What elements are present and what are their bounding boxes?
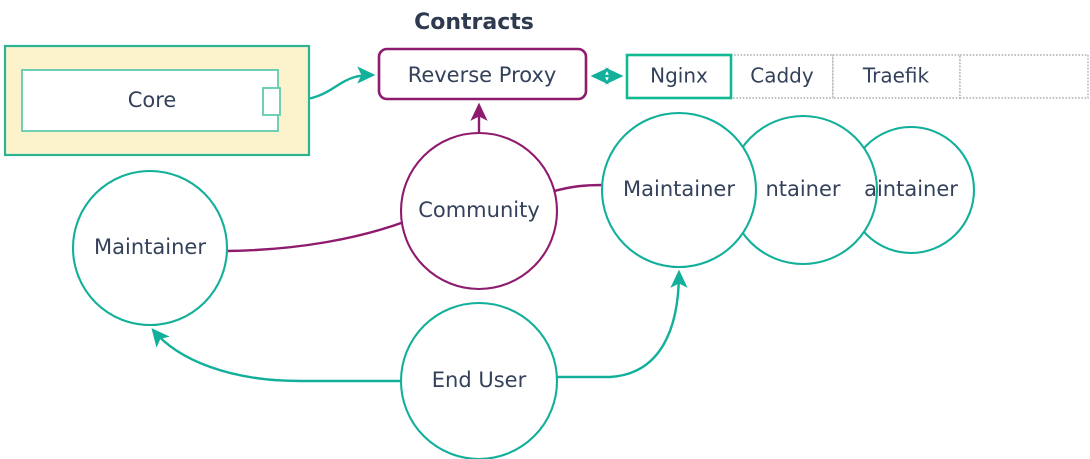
- maintainer-right-2-label: ntainer: [765, 177, 840, 201]
- reverse-proxy-rect: [377, 47, 588, 101]
- maintainer-right-1-label: Maintainer: [623, 177, 735, 201]
- core-inner-rect: [21, 69, 279, 132]
- maintainer-left-node[interactable]: Maintainer: [71, 169, 229, 327]
- maintainer-right-1-circle: [600, 111, 758, 269]
- table-cell-caddy-rect: [730, 54, 834, 99]
- table-cell-traefik-label: Traefik: [862, 64, 930, 88]
- community-circle: [399, 131, 559, 291]
- table-cell-caddy-label: Caddy: [750, 64, 814, 88]
- core-group[interactable]: Core: [3, 44, 311, 157]
- edge-community-to-maintainer-right: [550, 183, 604, 194]
- table-cell-nginx[interactable]: [730, 54, 834, 99]
- core-label: Core: [128, 88, 177, 112]
- reverse-proxy-label: Reverse Proxy: [408, 63, 557, 87]
- maintainer-right-3-label: aintainer: [864, 177, 958, 201]
- maintainer-right-1-node[interactable]: [600, 111, 758, 269]
- reverse-proxy-node[interactable]: Reverse Proxy: [377, 47, 588, 101]
- community-node[interactable]: Community: [399, 131, 559, 291]
- end-user-circle: [399, 301, 559, 459]
- community-label: Community: [418, 198, 540, 222]
- options-table: Nginx Caddy Traefik: [625, 53, 1089, 100]
- table-cell-nginx-label: Nginx: [650, 64, 708, 88]
- table-cell-empty[interactable]: [959, 54, 1089, 99]
- edge-end-user-to-maintainer-left: [151, 328, 401, 383]
- table-cell-nginx-rect[interactable]: [625, 53, 733, 100]
- edge-maintainer-left-to-community: [226, 220, 405, 253]
- edge-end-user-to-maintainer-right: [557, 269, 688, 379]
- end-user-node[interactable]: End User: [399, 301, 559, 459]
- maintainer-left-circle: [71, 169, 229, 327]
- contracts-title: Contracts: [414, 10, 534, 35]
- table-cell-empty-rect: [959, 54, 1089, 99]
- maintainer-left-label: Maintainer: [94, 235, 206, 259]
- core-port-handle[interactable]: [262, 87, 281, 116]
- end-user-label: End User: [432, 368, 527, 392]
